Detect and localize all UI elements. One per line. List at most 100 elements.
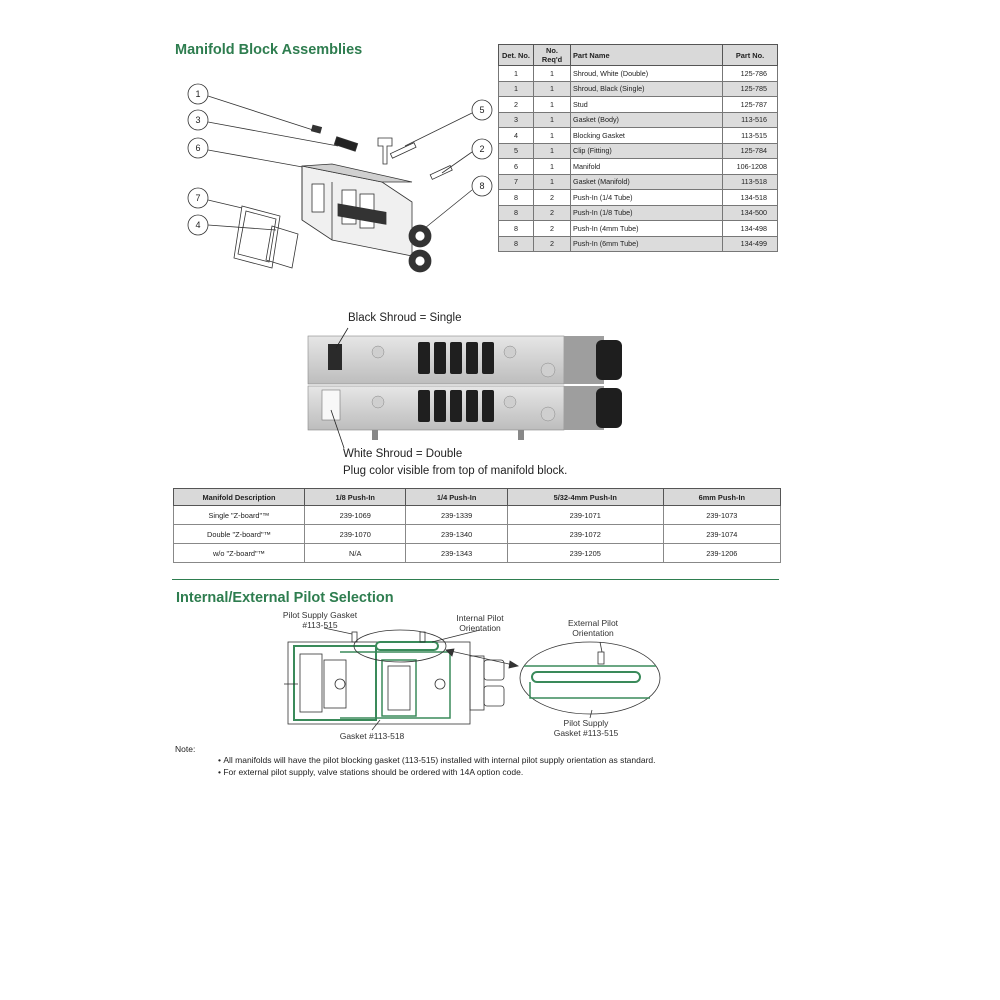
cell-qty: 1 [533,96,571,113]
cell-qty: 2 [533,189,571,206]
section-title-manifold-block-assemblies: Manifold Block Assemblies [175,42,363,58]
cell-part-no: 113-515 [722,127,778,144]
cell-det: 8 [498,235,534,252]
cell-det: 5 [498,142,534,159]
note-label: Note: [175,744,196,754]
callout-6-label: 6 [195,143,200,153]
header-1-4-push-in: 1/4 Push-In [405,488,508,506]
cell-part-no: 134-499 [722,235,778,252]
cell-description: Double "Z-board"™ [173,524,305,544]
cell-part-name: Manifold [570,158,723,175]
section-title-pilot-selection: Internal/External Pilot Selection [176,590,394,606]
pilot-supply-gasket-top-line-2: #113-515 [302,620,338,630]
internal-pilot-line-2: Orientation [459,623,501,633]
internal-pilot-line-1: Internal Pilot [456,613,504,623]
note-item: For external pilot supply, valve station… [218,766,656,778]
section-divider [172,579,779,580]
header-part-name: Part Name [570,44,723,66]
cell-qty: 2 [533,204,571,221]
cell-qty: 1 [533,158,571,175]
gasket-113-518-label: Gasket #113-518 [339,731,405,741]
cell-qty: 1 [533,173,571,190]
pilot-supply-gasket-bottom-line-1: Pilot Supply [563,718,609,728]
shroud-photo [307,327,622,449]
cell-part-no: 106-1208 [722,158,778,175]
cell-value: 239-1072 [506,524,664,544]
white-shroud-label: White Shroud = Double [343,448,463,460]
callout-2 [471,138,493,160]
callout-3 [187,109,209,131]
cell-det: 8 [498,189,534,206]
header-det-no: Det. No. [498,44,534,66]
cell-part-name: Shroud, Black (Single) [570,80,723,97]
cell-qty: 1 [533,127,571,144]
cell-value: 239-1339 [405,505,508,525]
cell-value: 239-1070 [303,524,407,544]
callout-8-label: 8 [479,181,484,191]
cell-qty: 2 [533,235,571,252]
cell-qty: 1 [533,65,571,82]
manifold-table: Manifold Description 1/8 Push-In 1/4 Pus… [173,488,782,563]
notes-list: All manifolds will have the pilot blocki… [218,754,656,778]
cell-part-no: 134-500 [722,204,778,221]
external-pilot-orientation-label: External Pilot Orientation [553,618,633,638]
cell-value: 239-1071 [506,505,664,525]
callout-5 [471,99,493,121]
cell-value: 239-1340 [405,524,508,544]
cell-det: 7 [498,173,534,190]
manifold-table-header: Manifold Description 1/8 Push-In 1/4 Pus… [173,488,782,506]
cell-description: Single "Z-board"™ [173,505,305,525]
cell-qty: 1 [533,111,571,128]
pilot-supply-gasket-top-line-1: Pilot Supply Gasket [282,610,358,620]
cell-det: 3 [498,111,534,128]
parts-table-header: Det. No. No. Req'd Part Name Part No. [498,44,778,66]
callout-4-label: 4 [195,220,200,230]
cell-value: 239-1343 [405,543,508,563]
pilot-supply-gasket-bottom-label: Pilot Supply Gasket #113-515 [543,718,629,738]
cell-part-name: Stud [570,96,723,113]
callout-5-label: 5 [479,105,484,115]
cell-det: 2 [498,96,534,113]
pilot-selection-diagram [284,627,661,731]
cell-qty: 1 [533,142,571,159]
cell-part-no: 113-518 [722,173,778,190]
callout-1 [187,83,209,105]
cell-part-no: 134-498 [722,220,778,237]
cell-part-no: 134-518 [722,189,778,206]
internal-pilot-orientation-label: Internal Pilot Orientation [440,613,520,633]
cell-part-no: 113-516 [722,111,778,128]
cell-part-name: Push-In (6mm Tube) [570,235,723,252]
pilot-supply-gasket-bottom-line-2: Gasket #113-515 [553,728,619,738]
cell-description: w/o "Z-board"™ [173,543,305,563]
header-5-32-4mm-push-in: 5/32-4mm Push-In [506,488,664,506]
cell-det: 1 [498,65,534,82]
cell-part-name: Push-In (1/8 Tube) [570,204,723,221]
callout-7-label: 7 [195,193,200,203]
cell-part-name: Gasket (Body) [570,111,723,128]
cell-part-name: Push-In (4mm Tube) [570,220,723,237]
cell-det: 6 [498,158,534,175]
cell-part-no: 125-785 [722,80,778,97]
callout-1-label: 1 [195,89,200,99]
cell-det: 8 [498,220,534,237]
cell-qty: 1 [533,80,571,97]
cell-det: 8 [498,204,534,221]
cell-part-name: Blocking Gasket [570,127,723,144]
cell-value: 239-1069 [303,505,407,525]
callout-8 [471,175,493,197]
cell-value: 239-1073 [662,505,782,525]
cell-part-name: Push-In (1/4 Tube) [570,189,723,206]
external-pilot-line-2: Orientation [572,628,614,638]
